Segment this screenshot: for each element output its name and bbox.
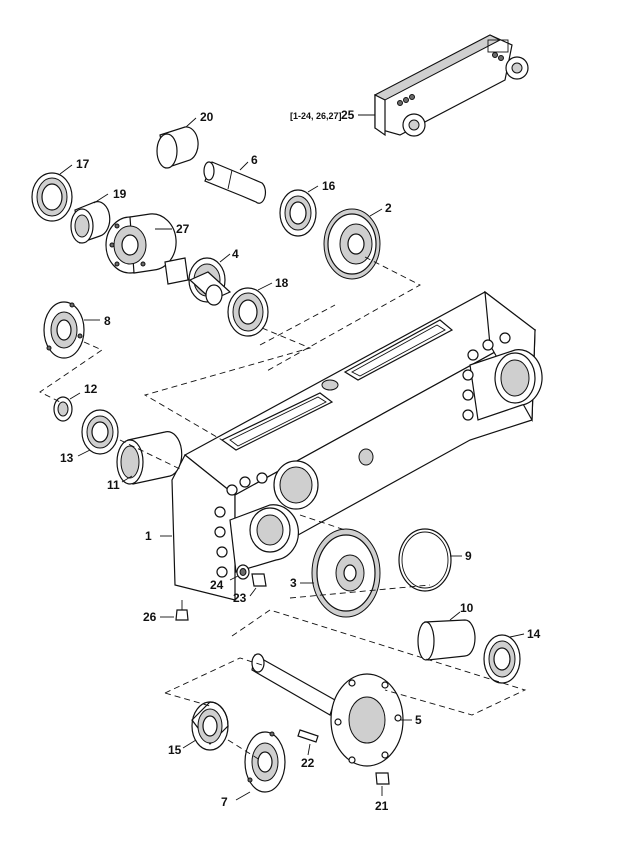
label-14: 14 <box>527 627 541 641</box>
part-24-washer <box>229 564 250 581</box>
label-3: 3 <box>290 576 297 590</box>
label-18: 18 <box>275 276 289 290</box>
label-17: 17 <box>76 157 90 171</box>
part-20-sleeve <box>156 117 199 169</box>
callout-labels: 20 6 17 19 16 2 27 4 18 8 12 13 11 1 9 3… <box>60 108 541 813</box>
part-13-bearing <box>77 409 119 457</box>
part-19-ring <box>70 193 111 244</box>
part-22-stud <box>297 729 319 756</box>
part-25-assembly-thumbnail <box>358 34 529 137</box>
label-2: 2 <box>385 201 392 215</box>
label-20: 20 <box>200 110 214 124</box>
assembly-guide-lines <box>39 256 527 761</box>
label-27: 27 <box>176 222 190 236</box>
part-15-bearing <box>182 701 229 751</box>
label-4: 4 <box>232 247 239 261</box>
label-10: 10 <box>460 601 474 615</box>
label-13: 13 <box>60 451 74 465</box>
label-25: 25 <box>341 108 355 122</box>
part-12-ring <box>53 392 81 422</box>
label-21: 21 <box>375 799 389 813</box>
part-6-pin <box>203 161 266 204</box>
part-2-gear <box>323 208 383 280</box>
part-9-cover <box>398 528 462 592</box>
label-6: 6 <box>251 153 258 167</box>
label-7: 7 <box>221 795 228 809</box>
part-11-sleeve <box>116 431 183 485</box>
label-9: 9 <box>465 549 472 563</box>
part-4-pinion-shaft <box>164 253 232 306</box>
part-23-bolt <box>249 573 267 597</box>
part-21-nut <box>375 772 390 796</box>
part-16-bearing <box>279 185 319 237</box>
label-8: 8 <box>104 314 111 328</box>
part-17-bearing <box>31 164 73 222</box>
label-15: 15 <box>168 743 182 757</box>
part-18-bearing <box>227 282 273 337</box>
label-1: 1 <box>145 529 152 543</box>
label-11: 11 <box>107 478 120 492</box>
part-7-seal-flange <box>235 731 286 801</box>
label-12: 12 <box>84 382 98 396</box>
part-26-plug <box>160 600 189 621</box>
part-27-flange <box>105 213 177 274</box>
label-5: 5 <box>415 713 422 727</box>
label-19: 19 <box>113 187 127 201</box>
label-assembly-ref: [1-24, 26,27] <box>290 111 342 121</box>
label-16: 16 <box>322 179 336 193</box>
part-10-sleeve <box>417 611 476 661</box>
label-22: 22 <box>301 756 315 770</box>
housing-part-1 <box>160 290 543 601</box>
part-5-output-shaft <box>251 653 412 767</box>
part-8-seal-flange <box>43 301 100 359</box>
part-14-bearing <box>483 633 525 684</box>
label-23: 23 <box>233 591 247 605</box>
part-3-gear <box>300 528 381 618</box>
label-26: 26 <box>143 610 157 624</box>
label-24: 24 <box>210 578 224 592</box>
